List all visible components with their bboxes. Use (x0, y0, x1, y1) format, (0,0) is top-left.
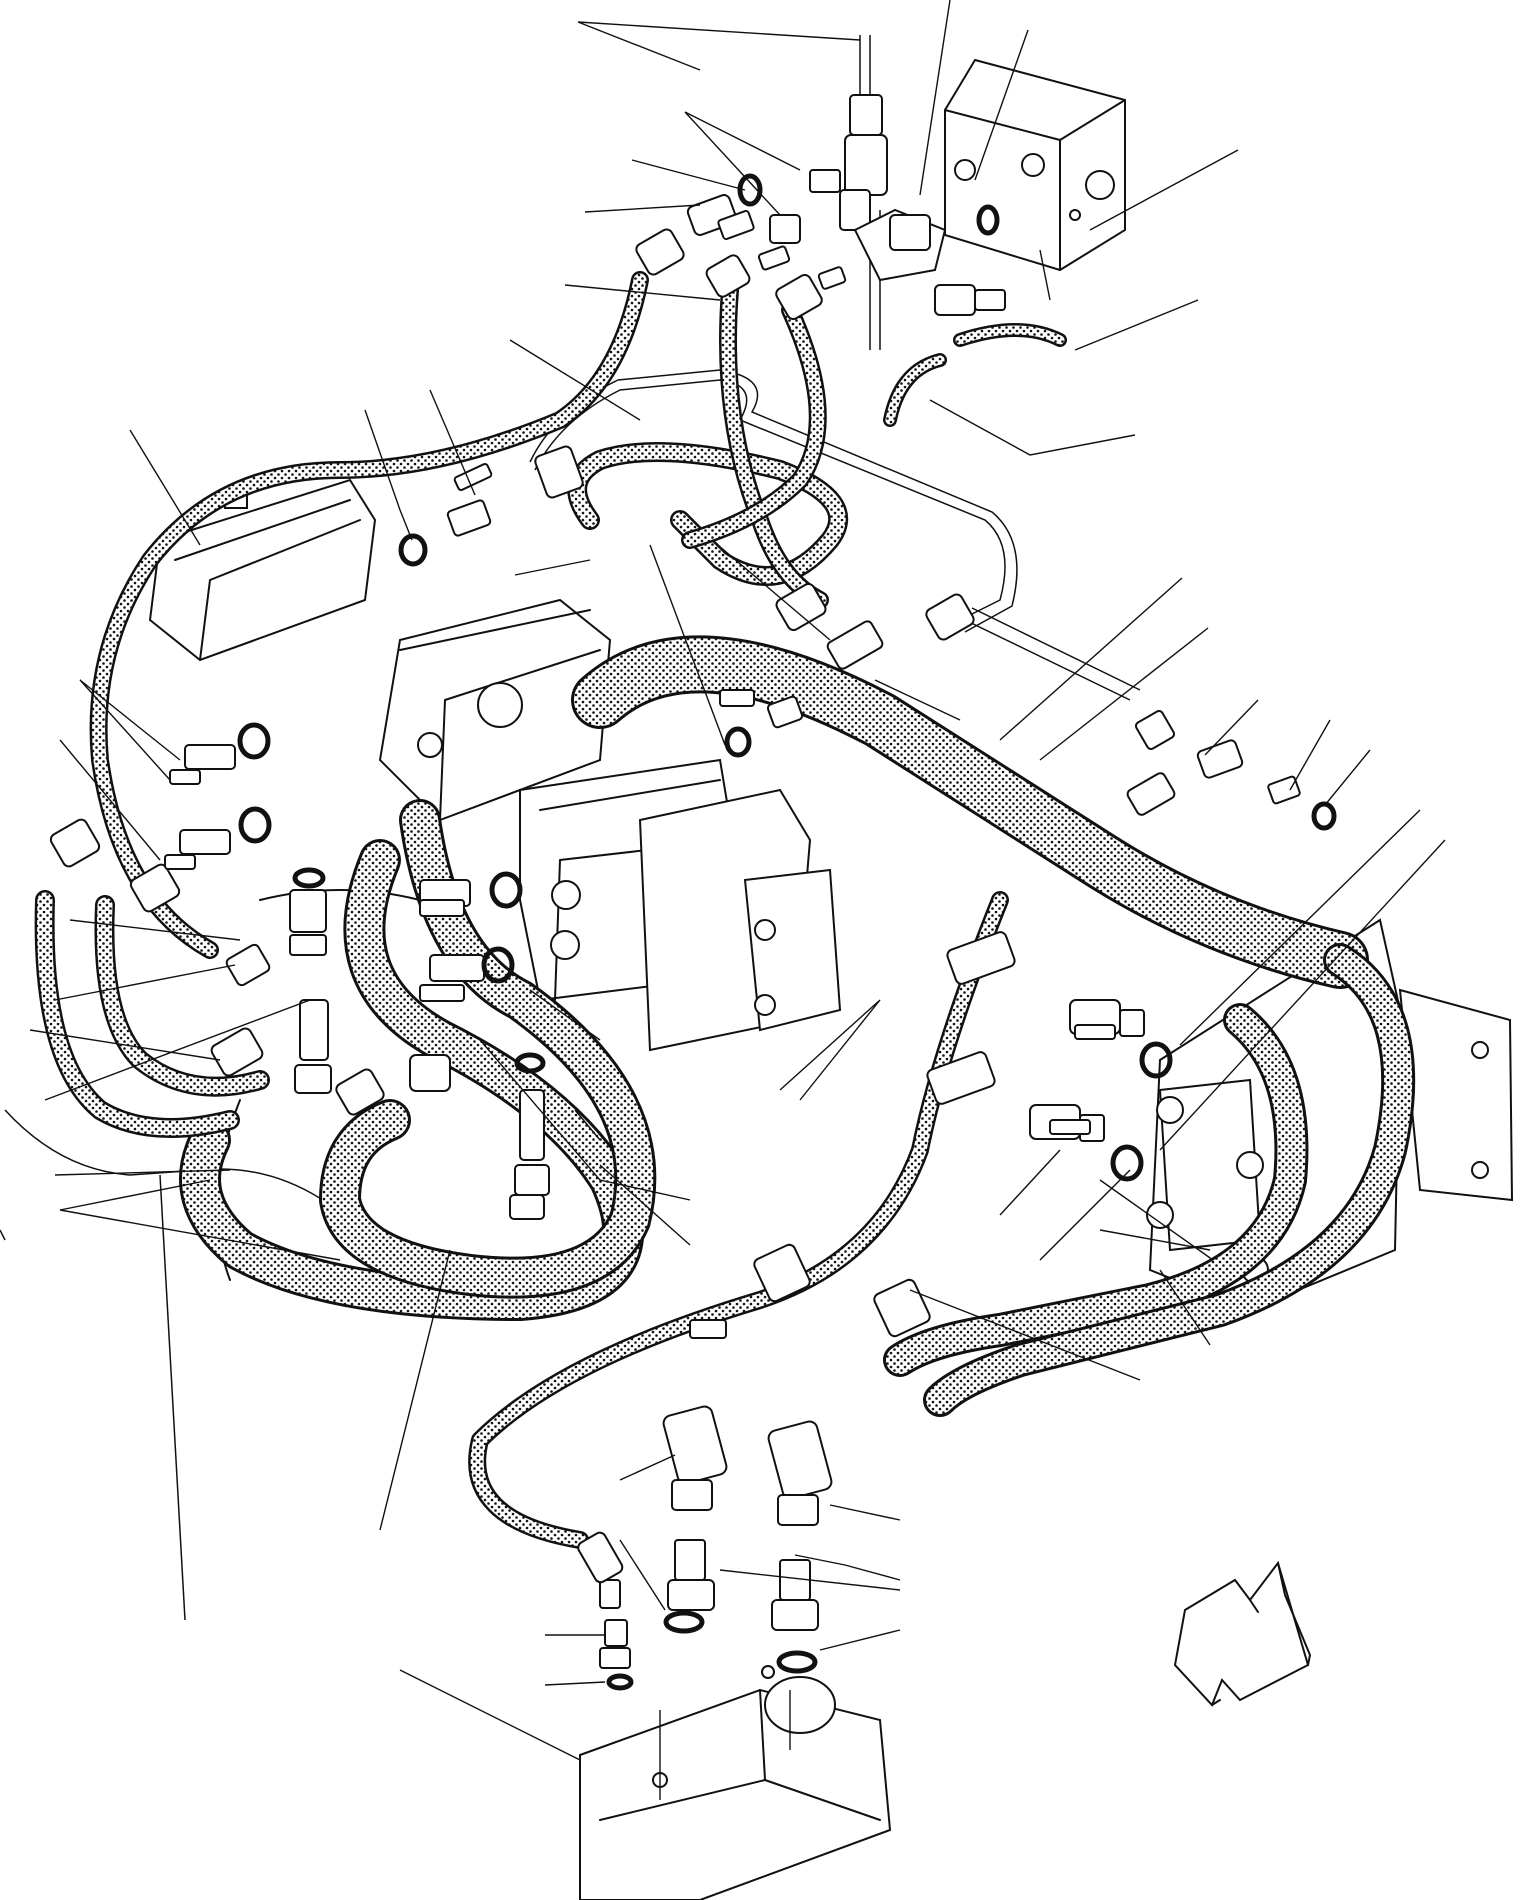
leader-lines (29, 0, 1446, 1800)
hose-pilot-long (89, 271, 649, 959)
front-direction-arrow (1173, 1560, 1311, 1707)
main-pump-assembly (148, 478, 842, 1281)
hose-left-short-loops (34, 890, 270, 1138)
hose-main-loop-right (319, 799, 657, 1299)
hose-pilot-center (681, 281, 829, 609)
control-valve-block (944, 58, 1126, 272)
hose-valve-to-right (883, 323, 1067, 427)
lower-motor-housing (579, 1665, 892, 1900)
hose-motor-loop (883, 943, 1416, 1417)
fittings (49, 94, 1301, 1669)
hose-suction-main (571, 635, 1369, 989)
o-rings (237, 173, 1337, 1691)
